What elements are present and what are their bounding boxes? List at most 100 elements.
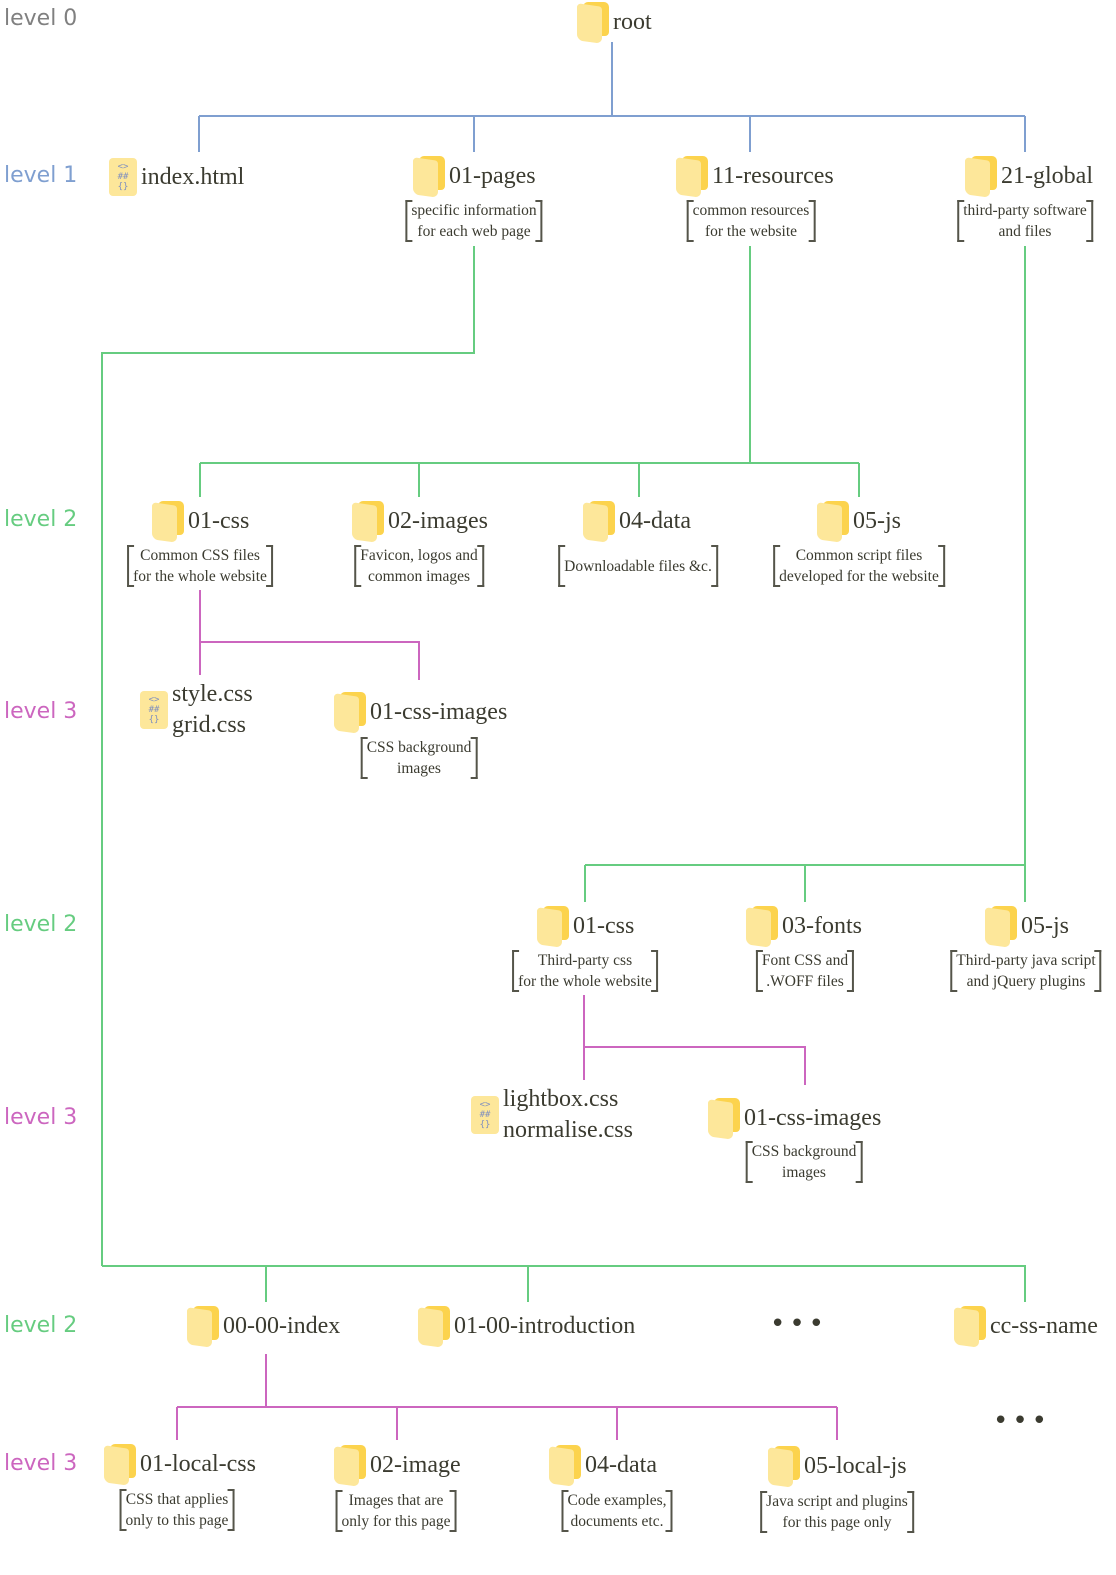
level-label-2: level 2 (4, 507, 78, 532)
folder-resources-04-data[interactable]: 04-data (583, 501, 691, 543)
folder-02-image[interactable]: 02-image (334, 1445, 461, 1487)
file-name: style.css (172, 681, 253, 707)
folder-resources-01-css[interactable]: 01-css (152, 501, 250, 543)
file-name: lightbox.css (503, 1086, 619, 1112)
file-group-css[interactable]: <>##{} style.css grid.css (140, 679, 253, 741)
folder-name: 04-data (619, 507, 691, 534)
folder-name: 01-css-images (370, 698, 508, 725)
folder-01-css-images[interactable]: 01-css-images (708, 1098, 882, 1140)
folder-icon (334, 1445, 366, 1487)
level-label-2: level 2 (4, 1313, 78, 1338)
folder-name: 00-00-index (223, 1312, 341, 1339)
level-label-1: level 1 (4, 163, 78, 188)
folder-name: 21-global (1001, 162, 1093, 189)
folder-21-global[interactable]: 21-global (965, 156, 1093, 198)
folder-05-local-js[interactable]: 05-local-js (768, 1446, 907, 1488)
folder-global-05-js[interactable]: 05-js (985, 906, 1069, 948)
folder-icon (965, 156, 997, 198)
folder-icon (577, 2, 609, 44)
folder-icon (676, 156, 708, 198)
folder-01-local-css[interactable]: 01-local-css (104, 1444, 256, 1486)
folder-icon (954, 1306, 986, 1348)
folder-icon (152, 501, 184, 543)
folder-icon (817, 501, 849, 543)
folder-description: Code examples,documents etc. (561, 1490, 673, 1532)
folder-name: 01-css (573, 912, 635, 939)
folder-name: 03-fonts (782, 912, 862, 939)
folder-icon (985, 906, 1017, 948)
folder-name: 01-css (188, 507, 250, 534)
folder-icon (352, 501, 384, 543)
folder-04-data[interactable]: 04-data (549, 1445, 657, 1487)
code-file-icon: <>##{} (471, 1096, 499, 1134)
code-file-icon: <>##{} (140, 691, 168, 729)
folder-name: 11-resources (712, 162, 834, 189)
folder-name: 01-local-css (140, 1450, 256, 1477)
ellipsis-more-pages: ••• (770, 1309, 829, 1339)
folder-resources-05-js[interactable]: 05-js (817, 501, 901, 543)
folder-resources-02-images[interactable]: 02-images (352, 501, 488, 543)
folder-root[interactable]: root (577, 2, 652, 44)
level-label-2: level 2 (4, 912, 78, 937)
folder-icon (413, 156, 445, 198)
folder-description: Downloadable files &c. (558, 545, 718, 587)
level-label-3: level 3 (4, 699, 78, 724)
level-label-0: level 0 (4, 6, 78, 31)
folder-00-00-index[interactable]: 00-00-index (187, 1306, 341, 1348)
ellipsis-more-folders: ••• (993, 1406, 1052, 1436)
connector-glob-css-bus (584, 1046, 806, 1085)
file-name: index.html (141, 163, 245, 190)
folder-name: 05-js (853, 507, 901, 534)
folder-icon (708, 1098, 740, 1140)
folder-icon (583, 501, 615, 543)
file-name: normalise.css (503, 1117, 633, 1143)
folder-icon (418, 1306, 450, 1348)
folder-icon (746, 906, 778, 948)
folder-name: 05-local-js (804, 1452, 907, 1479)
folder-icon (334, 692, 366, 734)
folder-icon (549, 1445, 581, 1487)
folder-global-01-css[interactable]: 01-css (537, 906, 635, 948)
folder-icon (187, 1306, 219, 1348)
folder-global-03-fonts[interactable]: 03-fonts (746, 906, 862, 948)
file-name: grid.css (172, 712, 246, 738)
level-label-3: level 3 (4, 1451, 78, 1476)
file-index-html[interactable]: <>##{} index.html (109, 158, 244, 196)
folder-name: 01-00-introduction (454, 1312, 636, 1339)
folder-description: Font CSS and.WOFF files (755, 950, 855, 992)
folder-cc-ss-name[interactable]: cc-ss-name (954, 1306, 1098, 1348)
file-group-css[interactable]: <>##{} lightbox.css normalise.css (471, 1084, 633, 1146)
folder-name: 01-css-images (744, 1104, 882, 1131)
folder-01-pages[interactable]: 01-pages (413, 156, 536, 198)
folder-01-css-images[interactable]: 01-css-images (334, 692, 508, 734)
connector-res-css-bus (200, 641, 420, 680)
folder-name: root (613, 8, 652, 35)
folder-11-resources[interactable]: 11-resources (676, 156, 834, 198)
folder-name: 02-images (388, 507, 488, 534)
folder-icon (104, 1444, 136, 1486)
folder-name: 02-image (370, 1451, 461, 1478)
folder-01-00-introduction[interactable]: 01-00-introduction (418, 1306, 636, 1348)
folder-icon (537, 906, 569, 948)
folder-icon (768, 1446, 800, 1488)
folder-name: 05-js (1021, 912, 1069, 939)
connector-pages-trunk (101, 246, 475, 1266)
level-label-3: level 3 (4, 1105, 78, 1130)
connector-pages-bus (102, 1265, 1026, 1302)
folder-name: 04-data (585, 1451, 657, 1478)
folder-name: 01-pages (449, 162, 536, 189)
